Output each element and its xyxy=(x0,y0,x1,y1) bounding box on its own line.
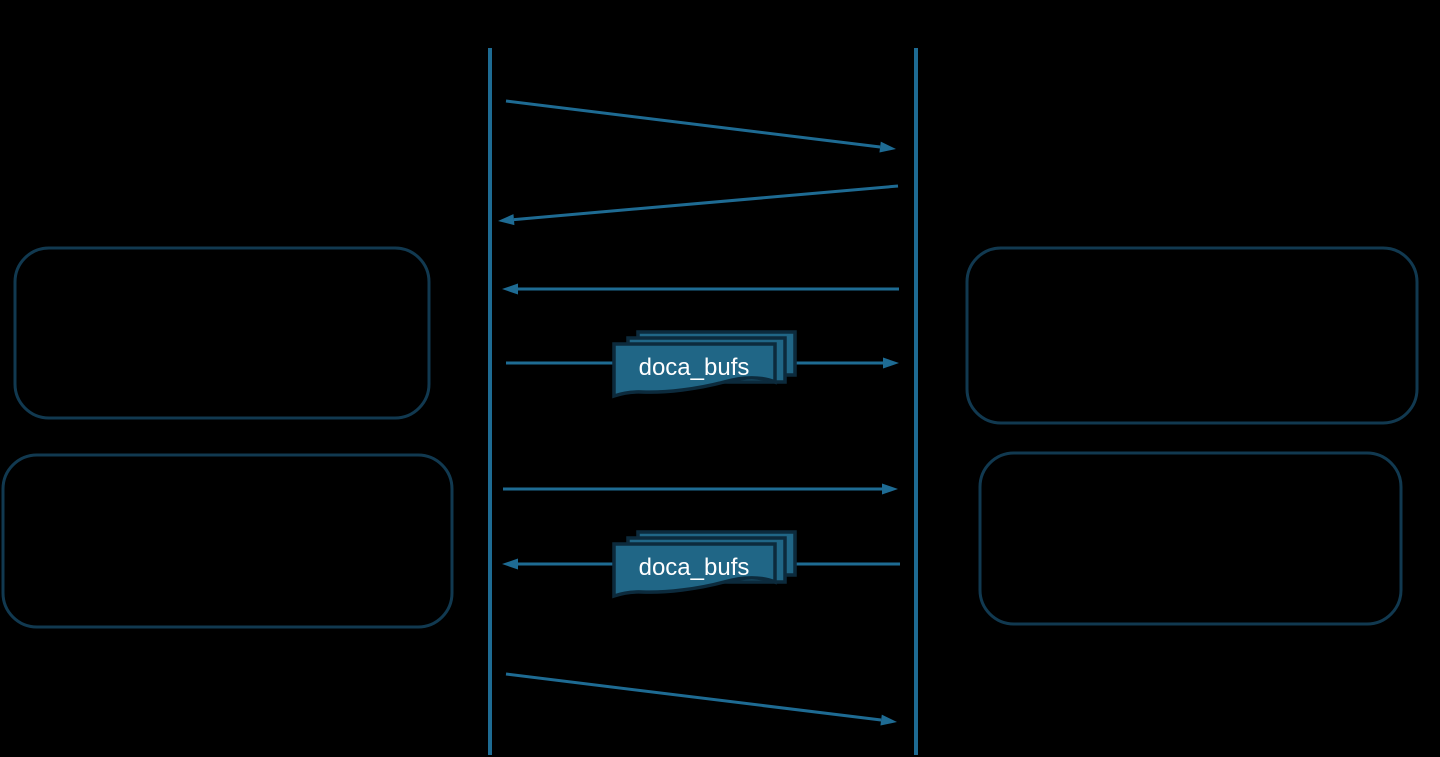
message-5-right-arrowhead-icon xyxy=(882,483,898,495)
message-1-diagonal-right-line xyxy=(505,99,881,149)
message-2-diagonal-left-line xyxy=(513,184,899,222)
message-3-left-arrowhead-icon xyxy=(502,283,518,295)
message-3-left xyxy=(502,283,899,295)
buf-sheet-front xyxy=(612,542,777,599)
message-4-right-arrowhead-icon xyxy=(883,357,899,369)
message-2-diagonal-left xyxy=(498,184,899,226)
doca-bufs-stack-1: doca_bufs xyxy=(612,330,797,399)
node-left-bottom xyxy=(1,453,454,629)
doca-bufs-label: doca_bufs xyxy=(639,554,750,581)
message-7-diagonal-right xyxy=(505,672,897,726)
message-7-diagonal-right-line xyxy=(505,672,882,722)
node-right-bottom xyxy=(978,451,1403,626)
doca-bufs-label: doca_bufs xyxy=(639,354,750,381)
message-7-diagonal-right-arrowhead-icon xyxy=(880,714,897,726)
message-6-left-arrowhead-icon xyxy=(502,558,518,570)
message-2-diagonal-left-arrowhead-icon xyxy=(498,214,515,226)
buf-sheet-front xyxy=(612,342,777,399)
message-1-diagonal-right-arrowhead-icon xyxy=(879,141,896,153)
message-5-right xyxy=(503,483,898,495)
message-1-diagonal-right xyxy=(505,99,896,153)
node-right-top xyxy=(965,246,1419,425)
doca-bufs-stack-2: doca_bufs xyxy=(612,530,797,599)
node-left-top xyxy=(13,246,431,420)
